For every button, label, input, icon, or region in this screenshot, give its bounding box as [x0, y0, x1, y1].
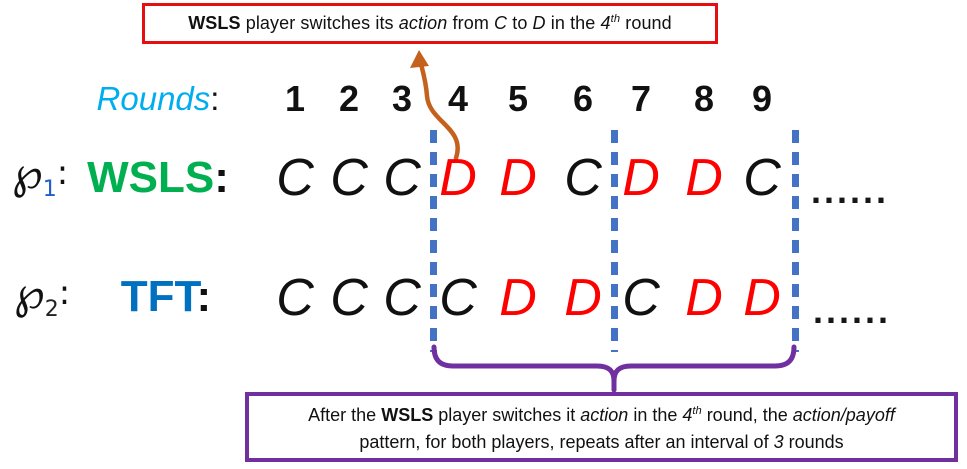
action-player-2-round-8: D — [685, 269, 723, 327]
strategy-label-wsls: WSLS: — [87, 156, 229, 200]
ellipsis-player-2: ...... — [812, 290, 892, 331]
rounds-word: Rounds — [96, 80, 211, 117]
strategy-wsls-colon: : — [214, 153, 229, 202]
player-2-symbol: ℘2: — [14, 272, 70, 321]
strategy-wsls-text: WSLS — [87, 153, 215, 202]
round-number-1: 1 — [284, 78, 306, 119]
action-player-2-round-6: D — [564, 269, 602, 327]
player-2-script-p: ℘ — [14, 268, 45, 319]
round-number-4: 4 — [447, 78, 469, 119]
action-player-2-round-3: C — [383, 269, 421, 327]
top-callout-text: WSLS player switches its action from C t… — [188, 13, 672, 33]
round-number-2: 2 — [338, 78, 360, 119]
round-number-6: 6 — [572, 78, 594, 119]
action-player-1-round-8: D — [685, 149, 723, 207]
action-player-1-round-9: C — [743, 149, 781, 207]
dashed-separator-2 — [611, 130, 618, 352]
strategy-label-tft: TFT: — [121, 275, 211, 319]
top-callout-box: WSLS player switches its action from C t… — [142, 3, 718, 44]
round-number-5: 5 — [507, 78, 529, 119]
action-player-2-round-9: D — [743, 269, 781, 327]
strategy-tft-text: TFT — [120, 272, 197, 321]
round-number-3: 3 — [391, 78, 413, 119]
dashed-separator-3 — [792, 130, 799, 352]
action-player-1-round-5: D — [499, 149, 537, 207]
round-number-9: 9 — [751, 78, 773, 119]
round-number-7: 7 — [630, 78, 652, 119]
action-player-1-round-3: C — [383, 149, 421, 207]
player-1-script-p: ℘ — [12, 148, 43, 199]
action-player-1-round-2: C — [330, 149, 368, 207]
rounds-label: Rounds: — [97, 80, 220, 118]
dashed-separator-1 — [430, 130, 437, 352]
player-2-subscript: 2 — [44, 297, 59, 322]
round-number-8: 8 — [693, 78, 715, 119]
action-player-2-round-7: C — [622, 269, 660, 327]
action-player-1-round-1: C — [276, 149, 314, 207]
action-player-2-round-4: C — [439, 269, 477, 327]
player-1-colon: : — [56, 153, 69, 193]
action-player-1-round-7: D — [622, 149, 660, 207]
action-player-2-round-2: C — [330, 269, 368, 327]
strategy-tft-colon: : — [196, 272, 212, 321]
action-player-2-round-1: C — [276, 269, 314, 327]
bottom-callout-line-1: After the WSLS player switches it action… — [308, 405, 895, 425]
action-player-2-round-5: D — [499, 269, 537, 327]
ellipsis-player-1: ...... — [810, 170, 890, 211]
player-1-symbol: ℘1: — [12, 152, 68, 201]
bottom-callout-line-2: pattern, for both players, repeats after… — [359, 432, 844, 452]
player-2-colon: : — [58, 273, 71, 313]
player-1-subscript: 1 — [42, 177, 57, 202]
bottom-callout-box: After the WSLS player switches it action… — [245, 392, 958, 462]
action-player-1-round-4: D — [439, 149, 477, 207]
rounds-colon: : — [210, 80, 220, 117]
action-player-1-round-6: C — [564, 149, 602, 207]
